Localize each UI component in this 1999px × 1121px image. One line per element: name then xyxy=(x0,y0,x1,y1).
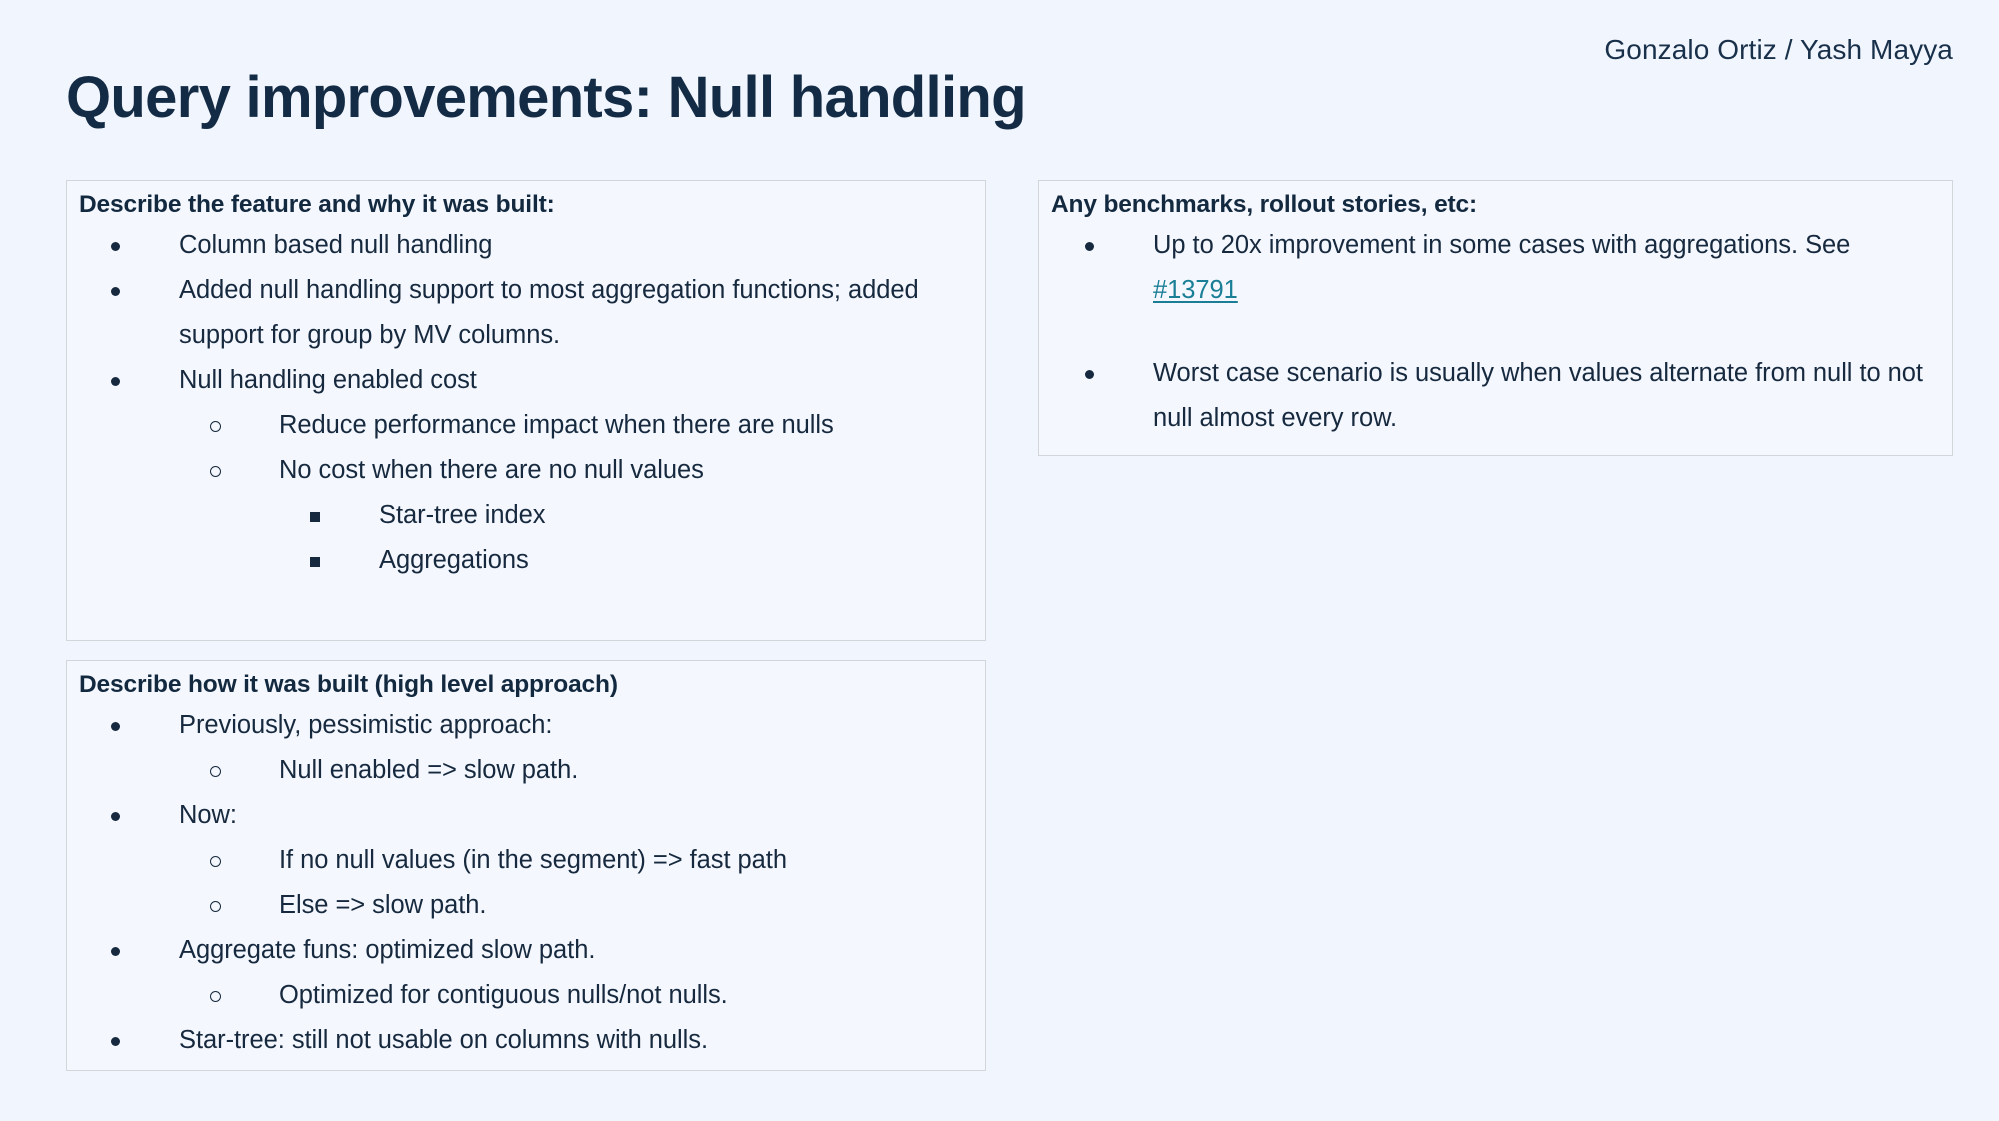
list-item: Null handling enabled cost Reduce perfor… xyxy=(79,358,973,583)
author-byline: Gonzalo Ortiz / Yash Mayya xyxy=(1604,34,1953,65)
list-item: Now: If no null values (in the segment) … xyxy=(79,793,973,928)
list-item-text: Aggregations xyxy=(379,545,529,574)
list-item-text: Else => slow path. xyxy=(279,890,487,919)
list-item-text: Star-tree index xyxy=(379,500,546,529)
list-item-text: No cost when there are no null values xyxy=(279,455,704,484)
list-item: Previously, pessimistic approach: Null e… xyxy=(79,703,973,793)
feature-sublist: Reduce performance impact when there are… xyxy=(179,403,973,583)
benchmarks-box-title: Any benchmarks, rollout stories, etc: xyxy=(1051,191,1478,218)
list-item: Worst case scenario is usually when valu… xyxy=(1051,351,1940,442)
page-title: Query improvements: Null handling xyxy=(66,65,1027,130)
list-item-text: Null handling enabled cost xyxy=(179,365,477,394)
list-item: If no null values (in the segment) => fa… xyxy=(179,838,973,883)
list-item: Star-tree index xyxy=(279,493,973,538)
built-sublist: If no null values (in the segment) => fa… xyxy=(179,838,973,928)
built-box-title: Describe how it was built (high level ap… xyxy=(79,671,618,698)
list-item: Column based null handling xyxy=(79,223,973,268)
list-item-text: Worst case scenario is usually when valu… xyxy=(1153,358,1923,433)
list-item-text: Reduce performance impact when there are… xyxy=(279,410,834,439)
list-item: Star-tree: still not usable on columns w… xyxy=(79,1018,973,1063)
benchmarks-box: Any benchmarks, rollout stories, etc: Up… xyxy=(1038,180,1953,456)
list-item-text: Optimized for contiguous nulls/not nulls… xyxy=(279,980,728,1009)
list-item: Aggregations xyxy=(279,538,973,583)
list-item: Aggregate funs: optimized slow path. Opt… xyxy=(79,928,973,1018)
built-sublist: Null enabled => slow path. xyxy=(179,748,973,793)
list-item-text: Aggregate funs: optimized slow path. xyxy=(179,935,596,964)
feature-bullet-list: Column based null handling Added null ha… xyxy=(79,223,973,583)
implementation-description-box: Describe how it was built (high level ap… xyxy=(66,660,986,1071)
list-item-text: Now: xyxy=(179,800,237,829)
list-item: Null enabled => slow path. xyxy=(179,748,973,793)
list-item: No cost when there are no null values St… xyxy=(179,448,973,583)
list-item: Up to 20x improvement in some cases with… xyxy=(1051,223,1940,314)
list-item: Optimized for contiguous nulls/not nulls… xyxy=(179,973,973,1018)
list-item: Added null handling support to most aggr… xyxy=(79,268,973,358)
list-item: Reduce performance impact when there are… xyxy=(179,403,973,448)
list-item-text: Added null handling support to most aggr… xyxy=(179,275,919,349)
benchmarks-bullet-list: Up to 20x improvement in some cases with… xyxy=(1051,223,1940,442)
feature-sub-sublist: Star-tree index Aggregations xyxy=(279,493,973,583)
feature-description-box: Describe the feature and why it was buil… xyxy=(66,180,986,641)
list-item: Else => slow path. xyxy=(179,883,973,928)
list-item-text: Null enabled => slow path. xyxy=(279,755,579,784)
built-sublist: Optimized for contiguous nulls/not nulls… xyxy=(179,973,973,1018)
feature-box-title: Describe the feature and why it was buil… xyxy=(79,191,555,218)
list-item-text: If no null values (in the segment) => fa… xyxy=(279,845,787,874)
list-item-text: Up to 20x improvement in some cases with… xyxy=(1153,230,1851,259)
list-item-text: Star-tree: still not usable on columns w… xyxy=(179,1025,708,1054)
issue-link[interactable]: #13791 xyxy=(1153,276,1238,305)
built-bullet-list: Previously, pessimistic approach: Null e… xyxy=(79,703,973,1063)
list-item-text: Previously, pessimistic approach: xyxy=(179,710,553,739)
list-item-text: Column based null handling xyxy=(179,230,493,259)
